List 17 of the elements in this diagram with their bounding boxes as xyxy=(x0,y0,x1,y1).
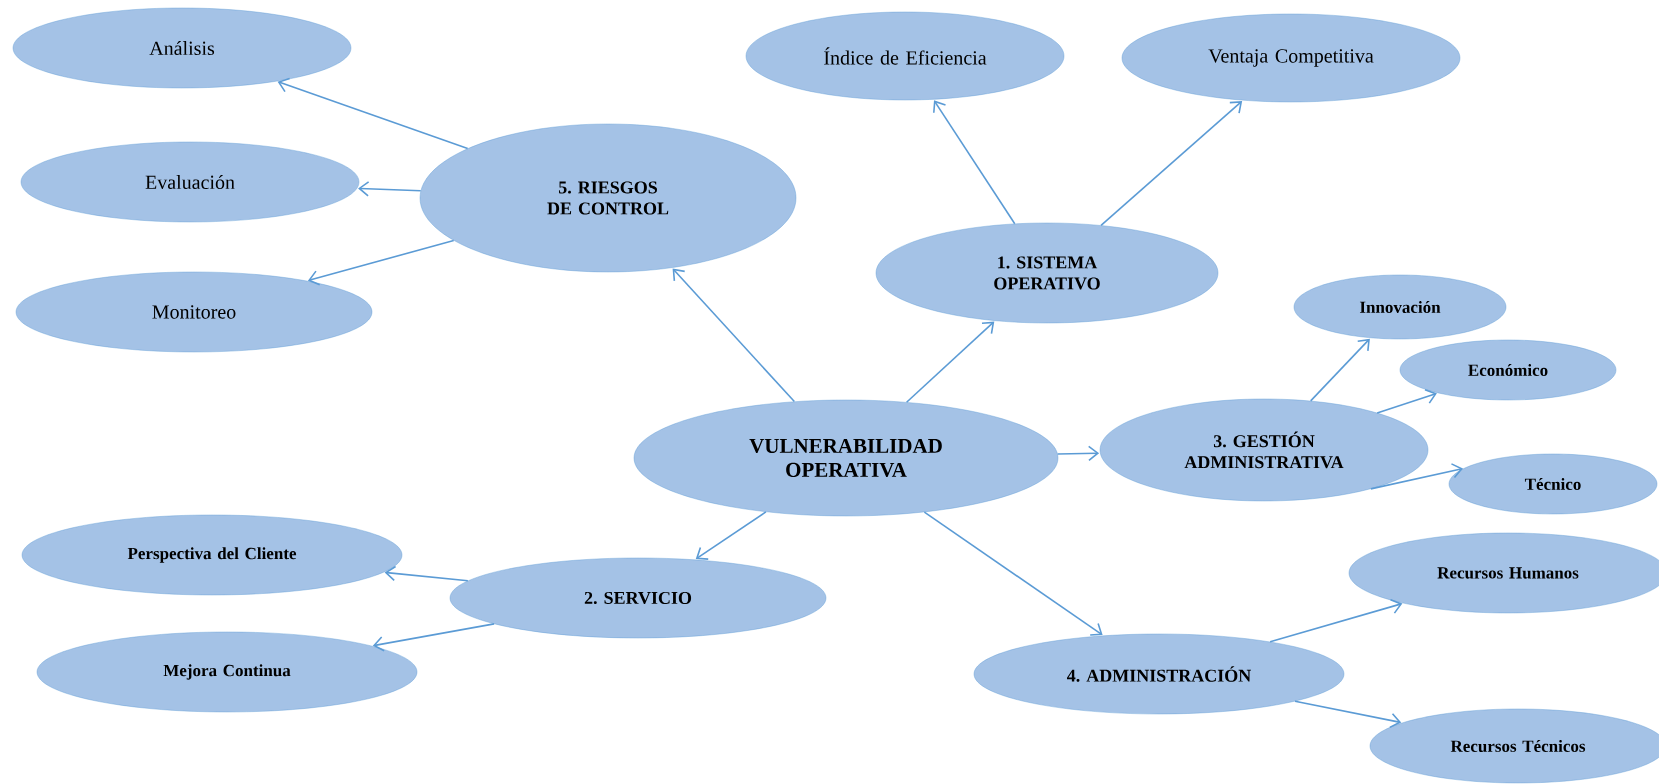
arrow xyxy=(923,511,1103,636)
arrow xyxy=(384,565,469,582)
arrow xyxy=(307,239,455,286)
arrow xyxy=(1376,389,1437,414)
arrow xyxy=(695,511,767,560)
arrow xyxy=(372,623,495,652)
arrow xyxy=(1309,338,1370,402)
arrow xyxy=(672,268,796,403)
arrow xyxy=(1269,598,1403,643)
arrow xyxy=(358,181,422,197)
arrow xyxy=(277,77,469,150)
arrow xyxy=(933,100,1016,225)
arrow xyxy=(905,321,995,403)
arrow xyxy=(1056,445,1100,462)
arrow xyxy=(1100,101,1243,227)
arrow xyxy=(1294,700,1402,729)
arrow xyxy=(1370,463,1463,490)
